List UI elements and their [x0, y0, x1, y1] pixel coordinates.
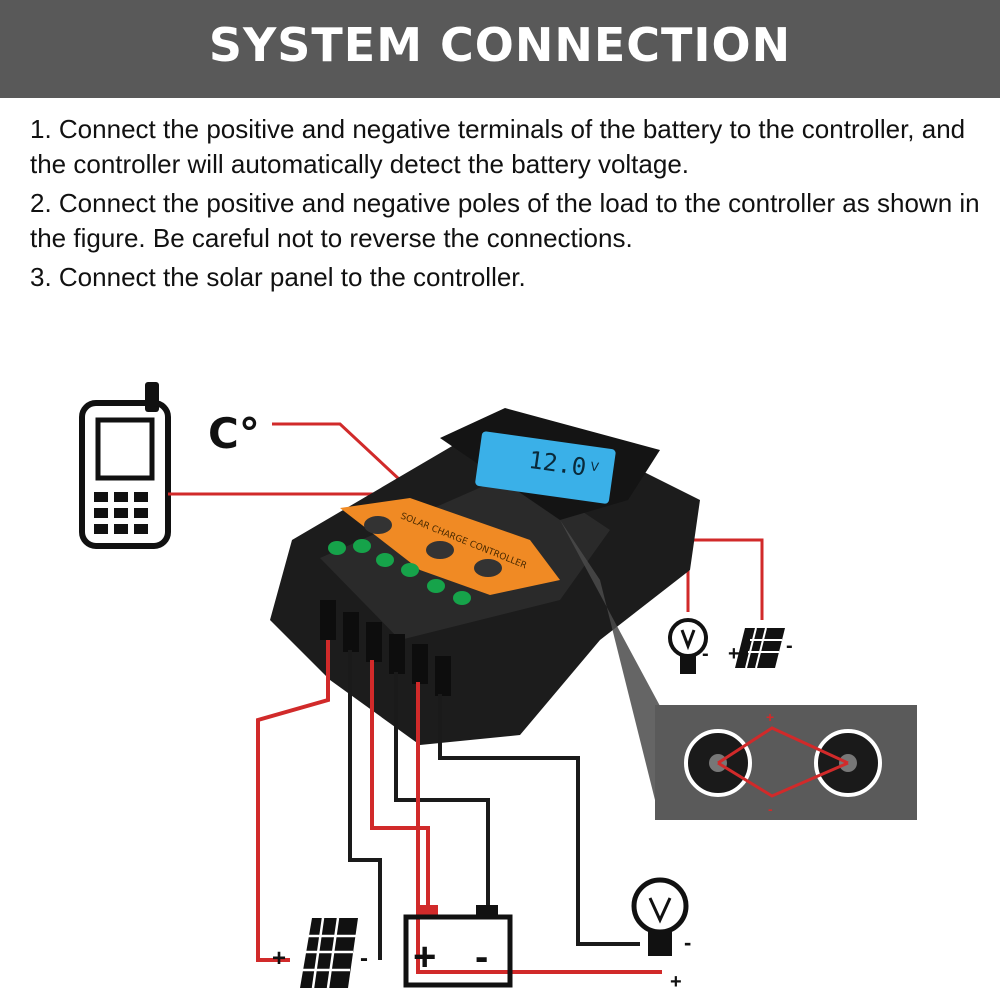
button-3	[474, 559, 502, 577]
instruction-list: 1. Connect the positive and negative ter…	[30, 112, 980, 299]
small-load-minus: -	[702, 643, 709, 665]
terminal-wires	[256, 640, 662, 974]
temperature-symbol: C°	[208, 409, 260, 458]
step-3: 3. Connect the solar panel to the contro…	[30, 262, 526, 292]
usb-port-zoom: + -	[560, 520, 917, 820]
small-panel-minus: -	[786, 635, 793, 657]
connection-diagram: C° 12.0 V SOLAR CHARGE CONTROLLER	[79, 382, 917, 993]
load-minus: -	[684, 930, 691, 955]
button-2	[426, 541, 454, 559]
solar-panel-icon: + -	[272, 917, 368, 989]
solar-plus: +	[272, 945, 286, 972]
button-1	[364, 516, 392, 534]
phone-icon	[79, 382, 171, 549]
title-banner: SYSTEM CONNECTION	[0, 0, 1000, 98]
small-panel-plus: +	[728, 643, 740, 665]
page-title: SYSTEM CONNECTION	[208, 18, 792, 72]
lcd-unit: V	[590, 459, 601, 474]
load-plus: +	[670, 971, 682, 993]
battery-plus: +	[413, 935, 436, 979]
lcd-display	[475, 431, 616, 504]
step-2: 2. Connect the positive and negative pol…	[30, 188, 980, 253]
bulb-icon-small: -	[668, 618, 709, 674]
step-1: 1. Connect the positive and negative ter…	[30, 114, 966, 179]
battery-minus: -	[475, 935, 488, 979]
terminal-block	[320, 600, 451, 696]
charge-controller: 12.0 V SOLAR CHARGE CONTROLLER	[270, 408, 700, 745]
status-leds	[328, 539, 471, 605]
solar-panel-icon-small: + -	[728, 627, 793, 669]
bulb-icon: - +	[631, 877, 691, 993]
battery-icon: + -	[403, 905, 513, 988]
usb-plus: +	[766, 709, 774, 725]
solar-minus: -	[360, 945, 368, 972]
usb-minus: -	[768, 801, 773, 817]
